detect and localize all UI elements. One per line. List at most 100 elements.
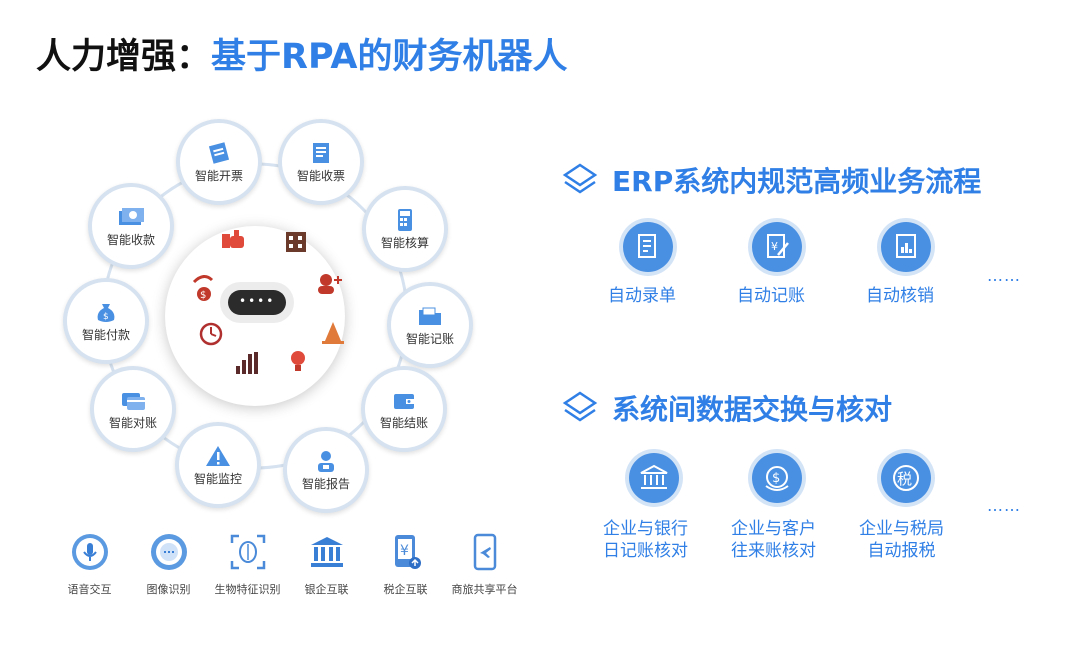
card-icon <box>122 392 145 410</box>
report-chart-icon <box>896 234 916 258</box>
invoice-icon <box>208 141 230 164</box>
node-label: 智能结账 <box>379 415 428 430</box>
bookkeeping-icon: ¥ <box>767 234 789 258</box>
feature-label: 生物特征识别 <box>214 583 281 596</box>
item-customer-line1: 企业与客户 <box>731 519 816 539</box>
node-closing[interactable]: 智能结账 <box>361 366 447 452</box>
node-label: 智能对账 <box>108 415 157 430</box>
item-bank-label: 企业与银行 日记账核对 <box>603 518 688 562</box>
layers-icon <box>562 391 598 422</box>
more-indicator: …… <box>987 496 1021 515</box>
item-bank-line2: 日记账核对 <box>603 541 688 561</box>
robot-core <box>165 226 345 406</box>
node-label: 智能核算 <box>380 235 429 250</box>
feature-voice[interactable]: 语音交互 <box>50 533 129 597</box>
item-auto-bookkeeping-icon[interactable]: ¥ <box>752 222 802 272</box>
node-reporting[interactable]: 智能报告 <box>283 427 369 513</box>
section-data-exchange: 系统间数据交换与核对 <box>562 388 892 428</box>
node-accounting[interactable]: 智能核算 <box>362 186 448 272</box>
robot-display: •••• <box>228 290 286 315</box>
item-tax-label: 企业与税局 自动报税 <box>859 518 944 562</box>
section-erp: ERP系统内规范高频业务流程 <box>562 160 981 200</box>
item-auto-entry-label: 自动录单 <box>608 286 676 306</box>
node-label: 智能收款 <box>106 232 155 247</box>
node-label: 智能收票 <box>296 168 345 183</box>
item-tax-line2: 自动报税 <box>867 541 936 561</box>
feature-label: 银企互联 <box>304 583 349 596</box>
layers-icon <box>562 163 598 194</box>
svg-text:¥: ¥ <box>771 240 778 253</box>
feature-label: 商旅共享平台 <box>451 583 518 596</box>
tax-glyph: 税 <box>897 470 912 488</box>
item-customer-label: 企业与客户 往来账核对 <box>731 518 816 562</box>
document-entry-icon <box>638 234 656 258</box>
node-label: 智能记账 <box>405 331 454 346</box>
node-receiving[interactable]: 智能收票 <box>278 119 364 205</box>
node-bookkeeping[interactable]: 智能记账 <box>387 282 473 368</box>
feature-biometric[interactable]: 生物特征识别 <box>208 533 287 597</box>
feature-image[interactable]: 图像识别 <box>129 533 208 597</box>
bar-chart-icon <box>236 352 258 374</box>
item-auto-bookkeeping-label: 自动记账 <box>737 286 805 306</box>
robot-display-label: •••• <box>239 294 276 308</box>
title-main: 基于RPA的财务机器人 <box>211 37 568 77</box>
item-auto-writeoff-icon[interactable] <box>881 222 931 272</box>
title-prefix: 人力增强： <box>36 37 212 77</box>
svg-text:¥: ¥ <box>400 543 409 559</box>
image-recognition-icon <box>150 534 187 570</box>
bulb-icon <box>291 351 305 371</box>
item-tax-icon[interactable]: 税 <box>881 453 931 503</box>
more-indicator: …… <box>987 266 1021 285</box>
node-collection[interactable]: 智能收款 <box>88 183 174 269</box>
section-heading: 系统间数据交换与核对 <box>612 393 893 426</box>
feature-label: 语音交互 <box>67 583 112 596</box>
feature-tax[interactable]: ¥ 税企互联 <box>366 533 445 597</box>
node-payment[interactable]: $ 智能付款 <box>63 278 149 364</box>
item-auto-entry-icon[interactable] <box>623 222 673 272</box>
item-bank-icon[interactable] <box>629 453 679 503</box>
feature-row: 语音交互 图像识别 生物特征识别 银企互联 ¥ 税企互联 商旅共享平台 <box>50 533 524 597</box>
voice-icon <box>71 534 108 570</box>
feature-label: 图像识别 <box>146 583 191 596</box>
svg-text:$: $ <box>200 290 206 301</box>
node-invoicing[interactable]: 智能开票 <box>176 119 262 205</box>
node-label: 智能监控 <box>193 471 242 486</box>
tax-icon: 税 <box>893 465 919 491</box>
money-bag-icon: $ <box>97 303 115 322</box>
travel-icon <box>473 533 496 571</box>
node-label: 智能报告 <box>301 476 350 491</box>
folder-icon <box>419 307 441 325</box>
cash-icon <box>119 207 144 225</box>
tax-icon: ¥ <box>394 535 421 569</box>
item-tax-line1: 企业与税局 <box>859 519 944 539</box>
thumbs-up-icon <box>222 230 244 248</box>
building-icon <box>286 232 306 252</box>
item-customer-icon[interactable]: $ <box>752 453 802 503</box>
node-monitoring[interactable]: 智能监控 <box>175 422 261 508</box>
receipt-icon <box>313 142 329 163</box>
users-add-icon <box>318 274 342 294</box>
warning-icon <box>206 445 230 466</box>
customer-money-icon: $ <box>765 466 789 491</box>
biometric-icon <box>230 534 265 570</box>
bank-icon <box>310 537 343 567</box>
node-label: 智能开票 <box>194 168 243 183</box>
node-label: 智能付款 <box>81 327 130 342</box>
feature-travel[interactable]: 商旅共享平台 <box>445 533 524 597</box>
feature-bank[interactable]: 银企互联 <box>287 533 366 597</box>
feature-label: 税企互联 <box>383 583 428 596</box>
person-report-icon <box>318 450 334 472</box>
svg-text:$: $ <box>103 312 109 322</box>
item-auto-writeoff-label: 自动核销 <box>866 286 934 306</box>
node-reconciliation[interactable]: 智能对账 <box>90 366 176 452</box>
clock-icon <box>199 322 223 346</box>
dollar-hand-icon: $ <box>192 275 214 301</box>
svg-text:$: $ <box>772 471 780 486</box>
calculator-icon <box>398 208 412 231</box>
item-bank-line1: 企业与银行 <box>603 519 688 539</box>
item-customer-line2: 往来账核对 <box>731 541 816 561</box>
cone-icon <box>322 322 344 344</box>
page-title: 人力增强：基于RPA的财务机器人 <box>36 28 568 79</box>
wallet-icon <box>394 393 414 409</box>
